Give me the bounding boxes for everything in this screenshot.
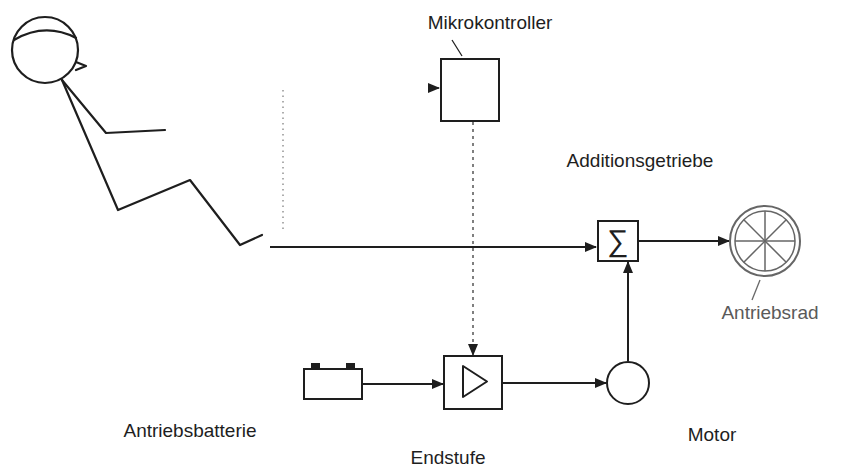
power-stage-box: Endstufe: [443, 355, 503, 410]
motor-circle: Motor: [606, 361, 650, 405]
motor-circle-outline: [606, 361, 650, 405]
part-label: Endstufe: [411, 447, 486, 470]
sum-symbol: ∑: [607, 223, 628, 259]
controller-box: Mikrokontroller: [440, 58, 500, 122]
input-arrow: [429, 87, 439, 89]
drive-wheel: Antriebsrad: [729, 205, 801, 277]
signal-arrow: [363, 383, 443, 385]
signal-arrow: [503, 382, 606, 384]
signal-arrow: [639, 240, 729, 242]
part-label: Antriebsrad: [721, 302, 818, 325]
pedal-arrow: [270, 246, 596, 248]
driver-figure: [12, 17, 262, 245]
leader-line: [752, 280, 760, 300]
part-label: Mikrokontroller: [428, 12, 553, 35]
dotted-guide: [282, 90, 283, 232]
signal-arrow: [627, 262, 629, 361]
adder-box: Additionsgetriebe∑: [597, 220, 639, 262]
drive-wheel-outline: [729, 205, 801, 277]
battery-symbol: Antriebsbatterie: [303, 368, 363, 400]
controller-box-outline: [440, 58, 500, 122]
part-label: Additionsgetriebe: [567, 150, 714, 173]
power-stage-box-outline: [443, 355, 503, 410]
part-label: Motor: [688, 424, 737, 447]
part-label: Antriebsbatterie: [123, 420, 256, 443]
leader-line: [452, 40, 462, 56]
signal-arrow: [472, 122, 474, 355]
battery-symbol-outline: [303, 368, 363, 400]
